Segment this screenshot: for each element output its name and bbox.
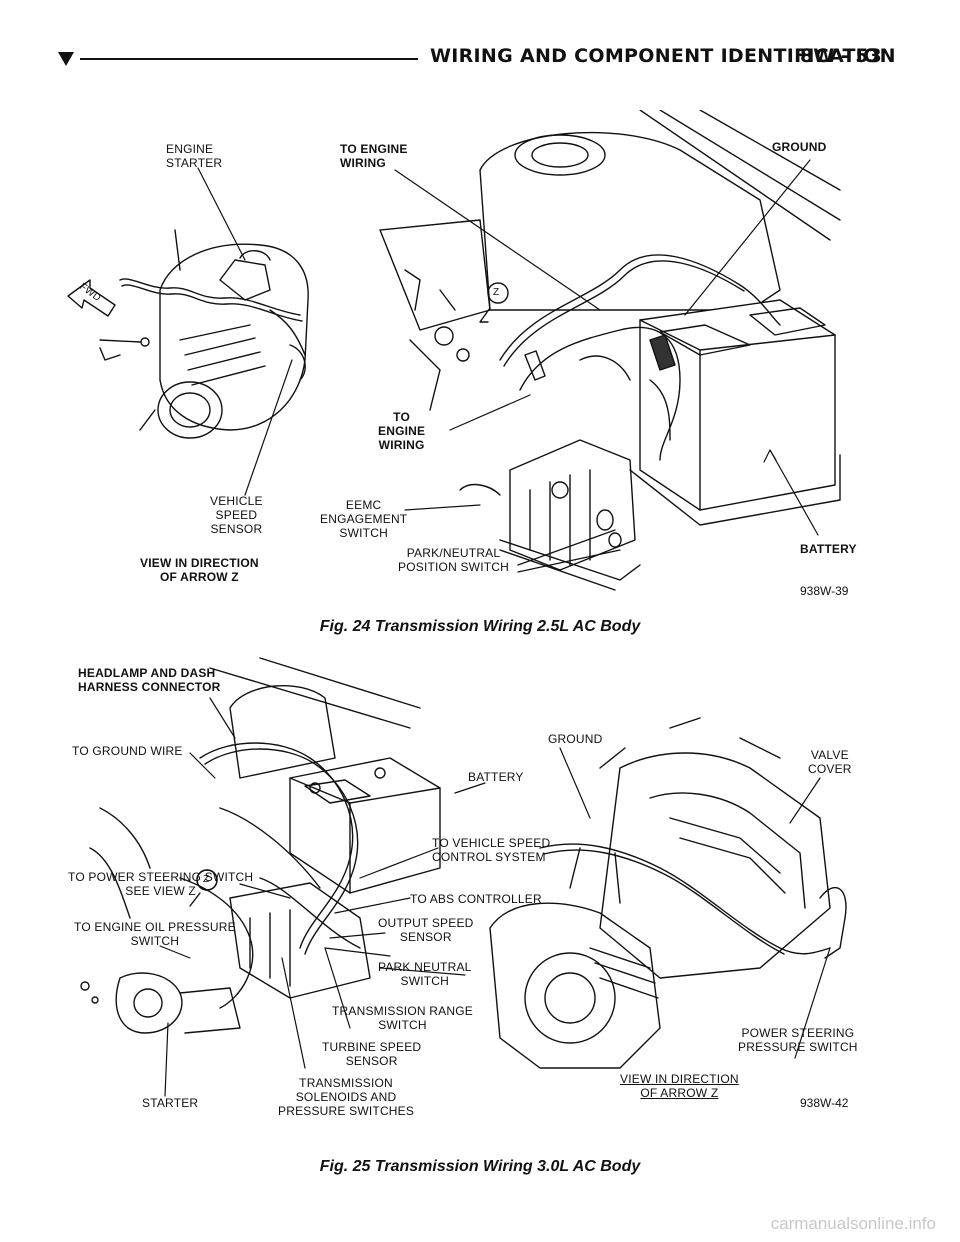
figure-24: ENGINE STARTER TO ENGINE WIRING GROUND F…	[60, 110, 900, 610]
label-ground: GROUND	[772, 140, 827, 154]
label-battery: BATTERY	[468, 770, 524, 784]
figure-24-caption: Fig. 24 Transmission Wiring 2.5L AC Body	[319, 618, 641, 635]
figure-24-drawing	[67, 110, 841, 591]
figure-24-number: 938W-39	[800, 584, 849, 598]
figure-25-drawing	[80, 657, 847, 1097]
leader-lines-left	[197, 167, 293, 496]
transmission-housing-drawing	[99, 229, 309, 439]
label-valve-cover: VALVE COVER	[808, 748, 852, 776]
fwd-arrow-icon	[67, 279, 116, 317]
watermark: carmanualsonline.info	[770, 1214, 936, 1233]
z-arrow-icon	[196, 869, 218, 891]
label-headlamp-harness-connector: HEADLAMP AND DASH HARNESS CONNECTOR	[78, 666, 221, 694]
label-power-steering-pressure-switch: POWER STEERING PRESSURE SWITCH	[738, 1026, 858, 1054]
label-z: Z	[203, 874, 210, 885]
label-to-vehicle-speed-control: TO VEHICLE SPEED CONTROL SYSTEM	[432, 836, 551, 864]
label-starter: STARTER	[142, 1096, 199, 1110]
label-engine-starter: ENGINE STARTER	[166, 142, 223, 170]
label-park-neutral-switch: PARK NEUTRAL SWITCH	[378, 960, 472, 988]
down-triangle-icon	[58, 52, 74, 66]
leader-lines	[159, 697, 831, 1097]
label-ground: GROUND	[548, 732, 603, 746]
label-transmission-range-switch: TRANSMISSION RANGE SWITCH	[332, 1004, 473, 1032]
header-rule	[80, 58, 418, 60]
label-to-ground-wire: TO GROUND WIRE	[72, 744, 183, 758]
label-view-in-direction: VIEW IN DIRECTION OF ARROW Z	[620, 1072, 739, 1100]
label-to-engine-wiring-mid: TO ENGINE WIRING	[378, 410, 426, 452]
engine-side-view-drawing	[489, 717, 847, 1069]
label-view-in-direction: VIEW IN DIRECTION OF ARROW Z	[140, 556, 259, 584]
label-output-speed-sensor: OUTPUT SPEED SENSOR	[378, 916, 474, 944]
page-number: 8W - 53	[800, 45, 882, 67]
label-z: Z	[493, 287, 500, 298]
z-arrow-icon	[479, 282, 509, 323]
label-battery: BATTERY	[800, 542, 857, 556]
label-eemc-engagement-switch: EEMC ENGAGEMENT SWITCH	[320, 498, 408, 540]
label-to-abs-controller: TO ABS CONTROLLER	[410, 892, 542, 906]
leader-lines-right	[394, 159, 819, 573]
figure-25-caption: Fig. 25 Transmission Wiring 3.0L AC Body	[319, 1158, 641, 1175]
page-header: WIRING AND COMPONENT IDENTIFICATION 8W -…	[0, 0, 960, 80]
label-transmission-solenoids: TRANSMISSION SOLENOIDS AND PRESSURE SWIT…	[278, 1076, 415, 1118]
engine-compartment-drawing	[379, 110, 841, 591]
label-park-neutral-position-switch: PARK/NEUTRAL POSITION SWITCH	[398, 546, 509, 574]
label-to-power-steering-switch: TO POWER STEERING SWITCH SEE VIEW Z	[68, 870, 254, 898]
label-turbine-speed-sensor: TURBINE SPEED SENSOR	[322, 1040, 422, 1068]
engine-compartment-drawing	[80, 657, 441, 1034]
label-to-engine-oil-pressure-switch: TO ENGINE OIL PRESSURE SWITCH	[74, 920, 236, 948]
figure-25-number: 938W-42	[800, 1096, 849, 1110]
label-to-engine-wiring-top: TO ENGINE WIRING	[340, 142, 408, 170]
section-title: WIRING AND COMPONENT IDENTIFICATION	[430, 45, 896, 67]
figure-25: HEADLAMP AND DASH HARNESS CONNECTOR TO G…	[60, 648, 900, 1148]
label-vehicle-speed-sensor: VEHICLE SPEED SENSOR	[210, 494, 263, 536]
